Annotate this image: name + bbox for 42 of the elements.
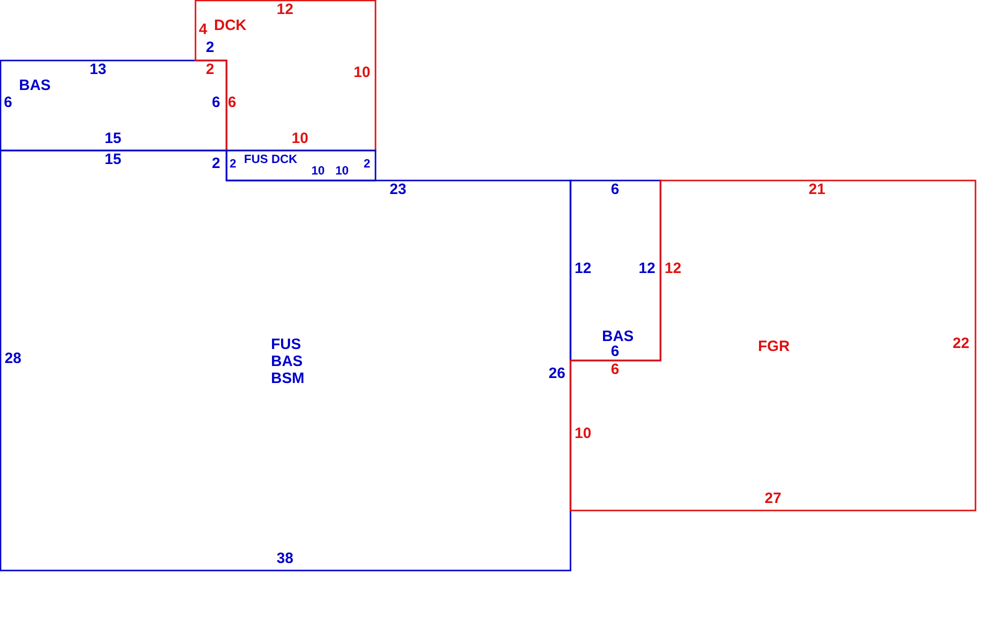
dimension-label: 6 bbox=[228, 95, 236, 111]
dimension-label: 2 bbox=[230, 158, 236, 170]
dimension-label: 13 bbox=[90, 62, 106, 78]
dimension-label: 2 bbox=[364, 158, 370, 170]
room-area bbox=[570, 180, 660, 360]
room-area bbox=[0, 150, 570, 570]
dimension-label: 28 bbox=[4, 351, 22, 367]
dimension-label: 23 bbox=[390, 182, 406, 198]
dimension-label: 21 bbox=[808, 182, 826, 198]
room-label: BAS bbox=[602, 328, 635, 345]
dimension-label: 6 bbox=[610, 182, 620, 198]
room-area bbox=[570, 180, 975, 510]
dimension-label: 2 bbox=[206, 40, 214, 56]
dimension-label: 10 bbox=[335, 164, 349, 178]
dimension-label: 10 bbox=[574, 426, 592, 442]
room-area bbox=[226, 150, 375, 180]
dimension-label: 4 bbox=[198, 22, 208, 38]
dimension-label: 12 bbox=[638, 261, 656, 277]
dimension-label: 10 bbox=[354, 65, 370, 81]
dimension-label: 2 bbox=[206, 62, 214, 78]
dimension-label: 12 bbox=[276, 2, 294, 18]
room-label: FUS BAS BSM bbox=[271, 336, 306, 387]
dimension-label: 38 bbox=[276, 551, 294, 567]
dimension-label: 6 bbox=[610, 362, 620, 378]
dimension-label: 6 bbox=[610, 344, 620, 360]
room-label: DCK bbox=[214, 17, 248, 34]
dimension-label: 10 bbox=[311, 164, 325, 178]
dimension-label: 12 bbox=[574, 261, 592, 277]
dimension-label: 12 bbox=[664, 261, 682, 277]
dimension-label: 6 bbox=[4, 95, 12, 111]
dimension-label: 15 bbox=[104, 152, 122, 168]
dimension-label: 22 bbox=[952, 336, 970, 352]
dimension-label: 27 bbox=[764, 491, 782, 507]
room-label: FUS DCK bbox=[244, 152, 298, 166]
room-label: FGR bbox=[758, 338, 791, 355]
dimension-label: 15 bbox=[104, 131, 122, 147]
dimension-label: 10 bbox=[292, 131, 308, 147]
dimension-label: 6 bbox=[212, 95, 220, 111]
room-label: BAS bbox=[19, 77, 52, 94]
dimension-label: 26 bbox=[548, 366, 566, 382]
dimension-label: 2 bbox=[212, 156, 220, 172]
room-area bbox=[195, 0, 375, 150]
